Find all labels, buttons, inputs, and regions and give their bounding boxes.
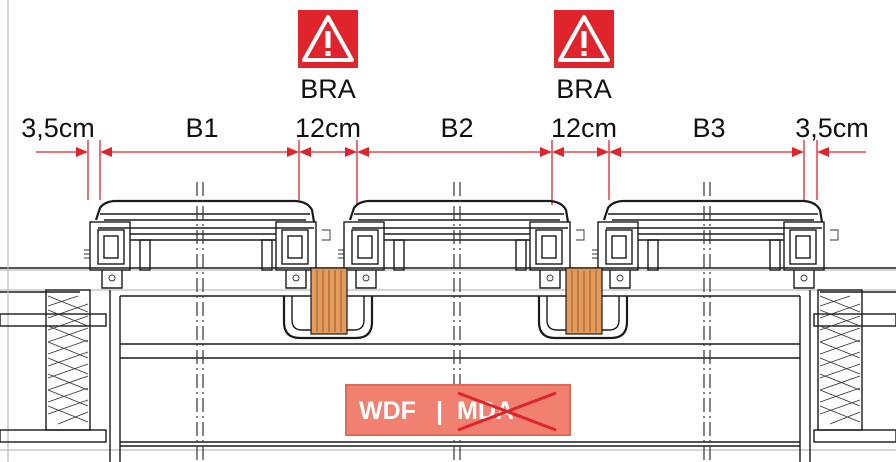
window-frame-1 [82,199,332,290]
dim-gap-2: 12cm [551,113,617,143]
centre-lines [196,182,711,462]
dim-right-margin: 3,5cm [795,113,869,143]
badge-separator: | [436,397,443,425]
dim-gap-1: 12cm [295,113,361,143]
product-type-badge: WDF | MDA [345,384,571,436]
warning-badge-right: BRA [554,10,614,104]
dim-b3: B3 [692,113,725,143]
dimension-line [36,140,866,205]
warning-triangle-icon [558,15,610,62]
flashing-trough-1 [282,267,374,340]
dim-left-margin: 3,5cm [21,113,95,143]
wall-right [813,289,896,443]
cross-out-icon [457,391,557,432]
flashing-trough-2 [537,267,629,340]
bra-label: BRA [300,74,356,104]
warning-badge-left: BRA [298,10,358,104]
dim-b2: B2 [440,113,473,143]
wall-left [0,289,107,443]
window-frame-3 [590,199,840,290]
badge-active-type: WDF [359,397,416,425]
bra-label: BRA [556,74,612,104]
window-frame-2 [336,199,586,290]
dim-b1: B1 [185,113,218,143]
warning-triangle-icon [302,15,354,62]
